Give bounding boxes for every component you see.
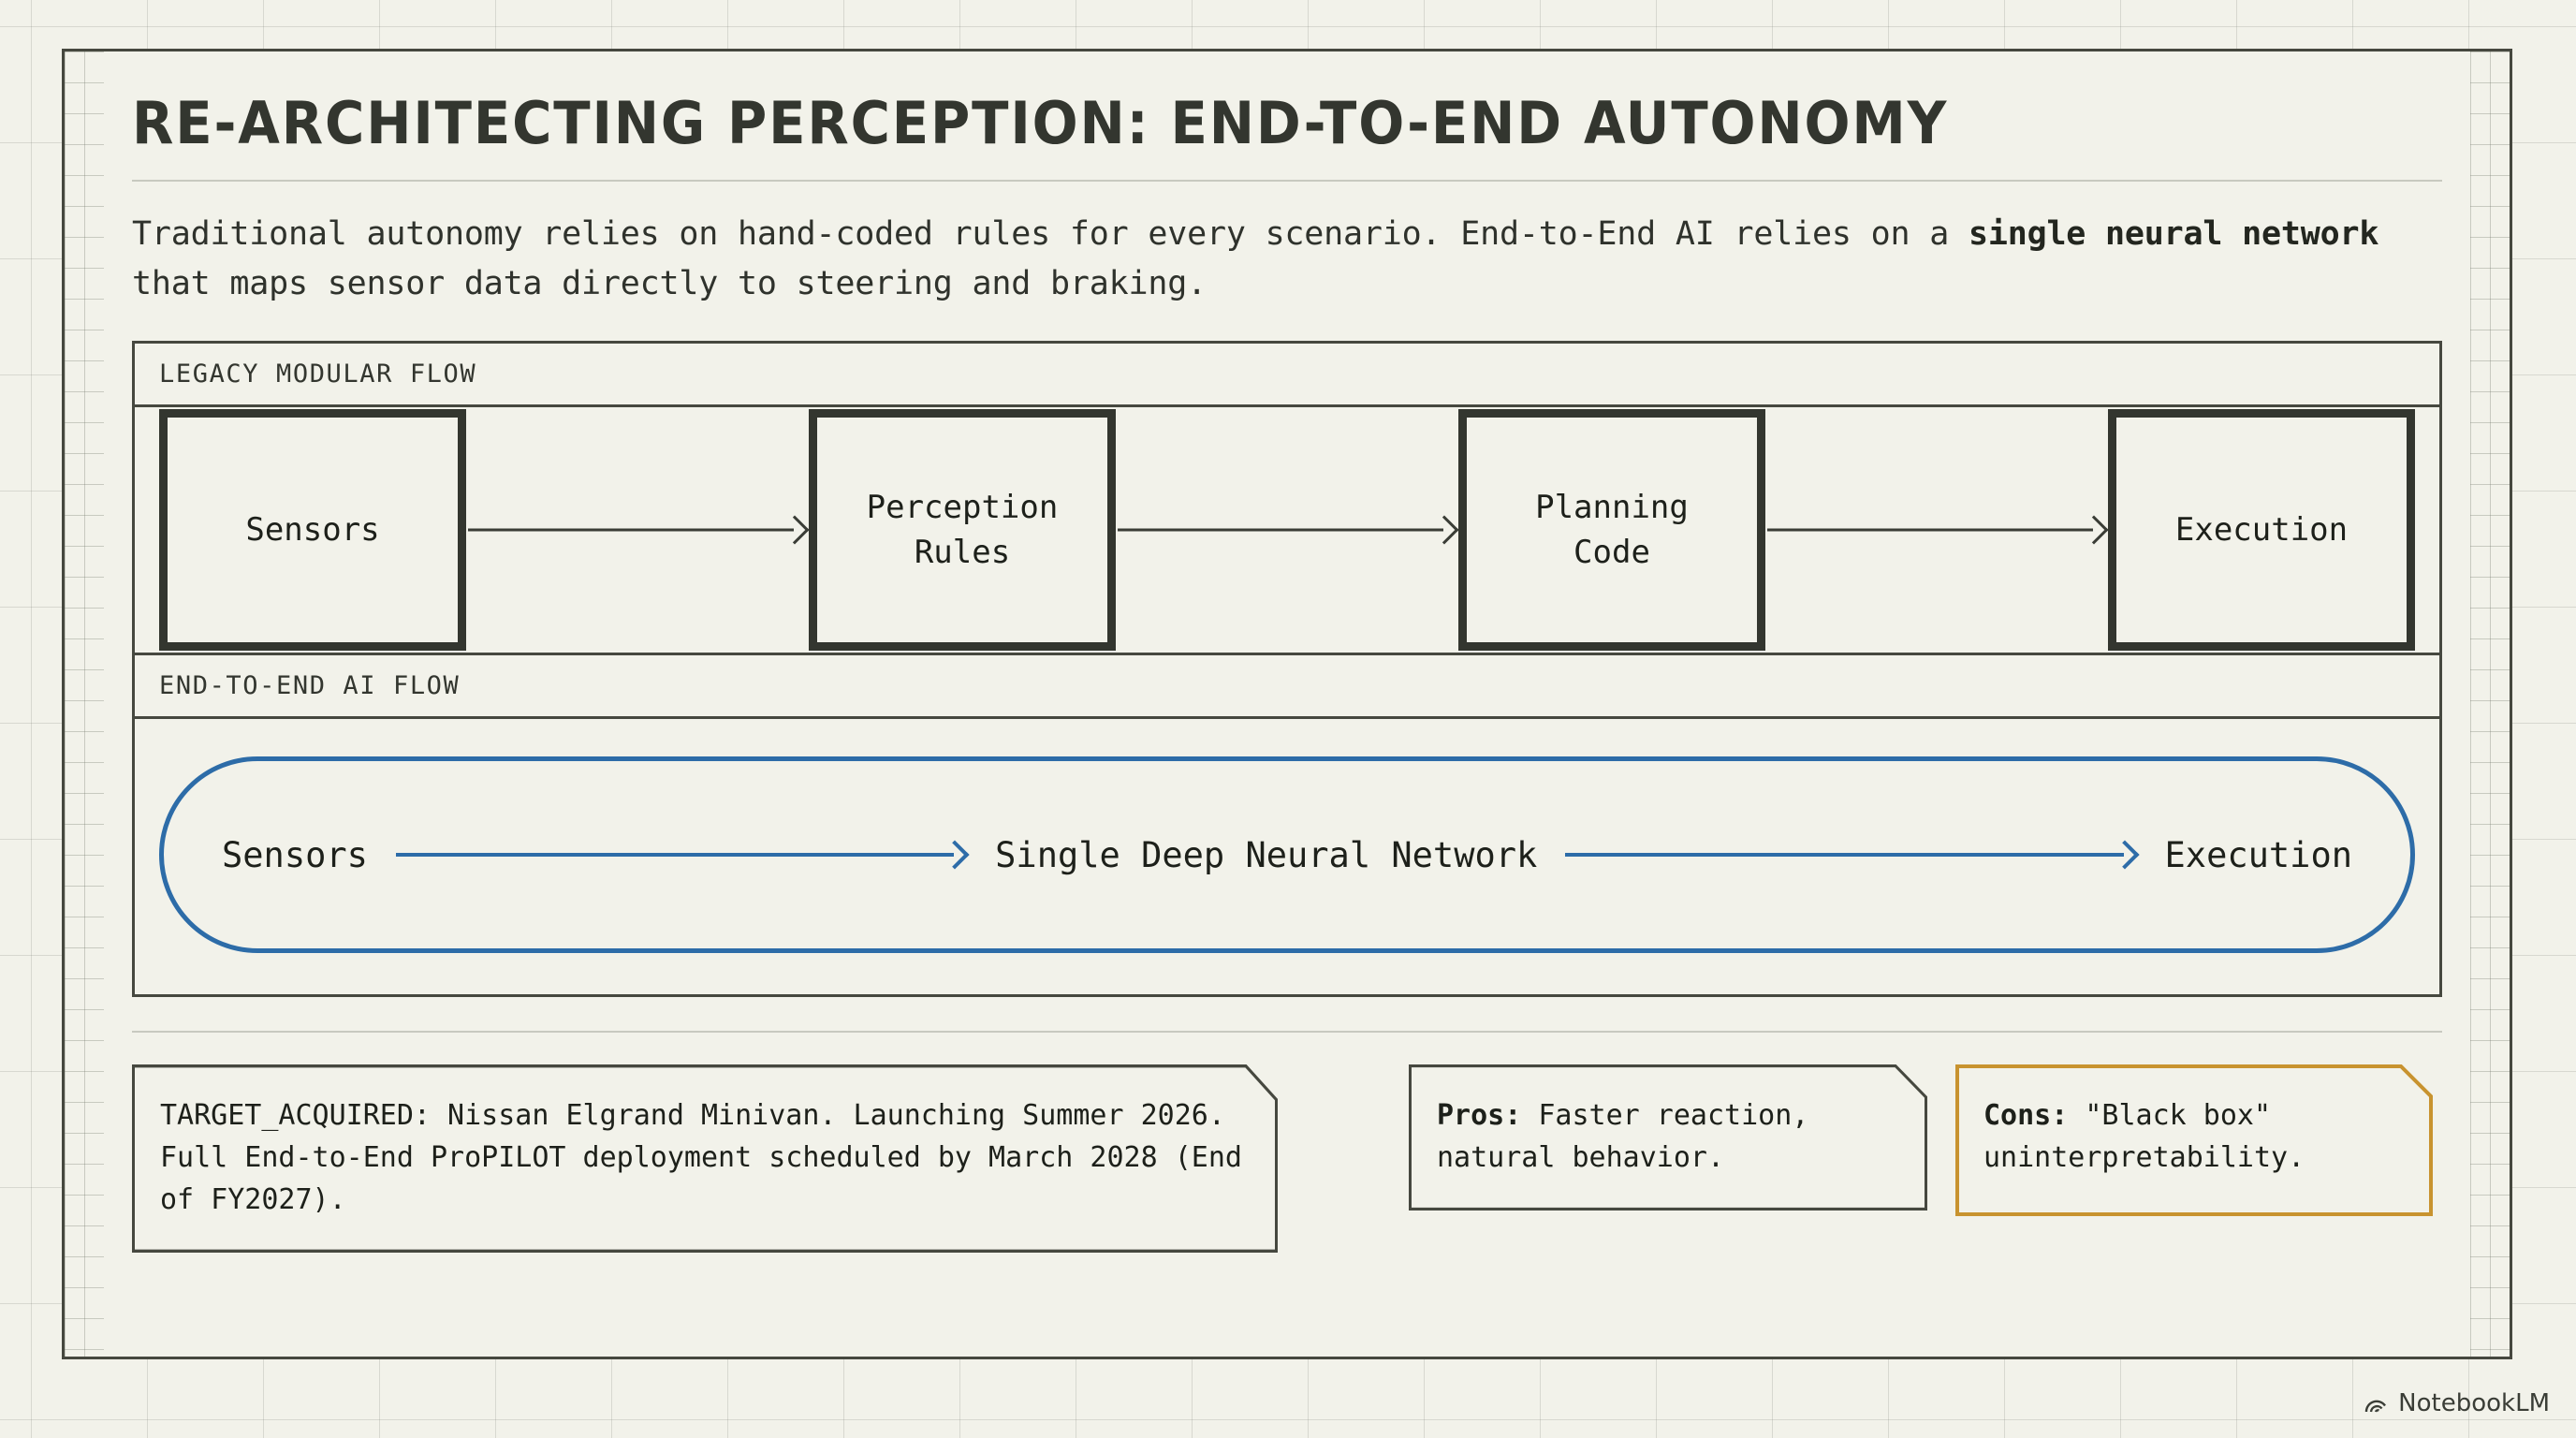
arrow-shaft: [1118, 528, 1443, 532]
arrow-head-icon: [940, 840, 970, 870]
flow-arrow-2: [1118, 511, 1459, 549]
arrow-head-icon: [780, 515, 810, 545]
e2e-pipeline-pill[interactable]: Sensors Single Deep Neural Network Execu…: [159, 756, 2415, 954]
ruled-grid-strip-right: [2470, 51, 2510, 1357]
arrow-shaft: [468, 528, 794, 532]
flow-node-label: Execution: [2174, 511, 2349, 550]
page-subtitle: Traditional autonomy relies on hand-code…: [132, 210, 2442, 309]
notebooklm-watermark: NotebookLM: [2363, 1389, 2550, 1417]
flow-node-execution[interactable]: Execution: [2108, 409, 2415, 652]
footer-divider: [132, 1031, 2442, 1034]
callout-cons: Cons: "Black box" uninterpretability.: [1955, 1064, 2433, 1217]
e2e-flow-body: Sensors Single Deep Neural Network Execu…: [135, 719, 2439, 994]
callout-row: TARGET_ACQUIRED: Nissan Elgrand Minivan.…: [132, 1064, 2442, 1254]
slide-card: RE-ARCHITECTING PERCEPTION: END-TO-END A…: [62, 49, 2512, 1359]
callout-label: Cons:: [1983, 1099, 2069, 1133]
e2e-flow-header: END-TO-END AI FLOW: [135, 653, 2439, 720]
notebooklm-label: NotebookLM: [2398, 1389, 2550, 1417]
subtitle-text-part1: Traditional autonomy relies on hand-code…: [132, 215, 1969, 253]
callout-label: Pros:: [1437, 1099, 1522, 1133]
subtitle-text-part2: that maps sensor data directly to steeri…: [132, 265, 1207, 303]
ruled-grid-strip-left: [65, 51, 104, 1357]
legacy-flow-header: LEGACY MODULAR FLOW: [135, 344, 2439, 408]
flow-arrow-3: [1767, 511, 2109, 549]
arrow-head-icon: [1429, 515, 1459, 545]
callout-target-acquired: TARGET_ACQUIRED: Nissan Elgrand Minivan.…: [132, 1064, 1278, 1254]
e2e-arrow-2: [1565, 838, 2140, 872]
e2e-node-execution: Execution: [2164, 834, 2353, 875]
arrow-head-icon: [2079, 515, 2109, 545]
notebooklm-logo-icon: [2363, 1390, 2389, 1416]
title-divider: [132, 180, 2442, 182]
e2e-node-sensors: Sensors: [222, 834, 368, 875]
flow-node-sensors[interactable]: Sensors: [159, 409, 466, 652]
folded-corner-border: [1409, 1064, 1927, 1211]
subtitle-emphasis: single neural network: [1968, 215, 2379, 253]
page-title: RE-ARCHITECTING PERCEPTION: END-TO-END A…: [132, 89, 1949, 157]
flow-node-label: Sensors: [245, 511, 380, 550]
callout-text: TARGET_ACQUIRED: Nissan Elgrand Minivan.…: [160, 1099, 1242, 1217]
arrow-shaft: [1767, 528, 2093, 532]
e2e-arrow-1: [395, 838, 970, 872]
callout-pros: Pros: Faster reaction, natural behavior.: [1409, 1064, 1927, 1211]
e2e-node-neural-network: Single Deep Neural Network: [995, 834, 1538, 875]
arrow-shaft: [1565, 853, 2124, 858]
arrow-shaft: [395, 853, 955, 858]
arrow-head-icon: [2109, 840, 2140, 870]
flow-arrow-1: [468, 511, 810, 549]
